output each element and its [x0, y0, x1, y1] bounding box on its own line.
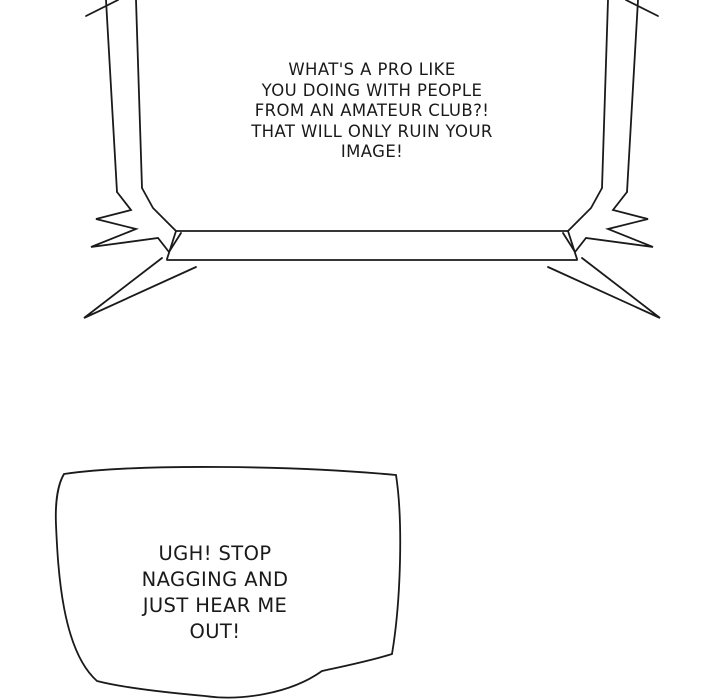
speech-bubble-shape [54, 466, 402, 699]
shout-right-inner-edge [601, 0, 609, 189]
shout-line-2: YOU DOING WITH PEOPLE [261, 80, 483, 100]
shout-right-bolt-outer [562, 191, 654, 254]
shout-right-bolt-inner [567, 187, 603, 232]
shout-left-inner-edge [135, 0, 143, 189]
speech-line-2: NAGGING AND [141, 568, 289, 591]
shout-bubble-text: WHAT'S A PRO LIKE YOU DOING WITH PEOPLE … [188, 60, 556, 163]
shout-left-outer-edge [105, 0, 118, 193]
shout-line-3: FROM AN AMATEUR CLUB?! [254, 101, 490, 121]
speech-bubble-text: UGH! STOP NAGGING AND JUST HEAR ME OUT! [100, 541, 330, 645]
shout-band-left-end [166, 230, 177, 260]
speech-line-1: UGH! STOP [158, 542, 272, 565]
shout-bubble-outline [83, 0, 661, 319]
speech-line-3: JUST HEAR ME [142, 594, 288, 617]
shout-line-4: THAT WILL ONLY RUIN YOUR [251, 121, 493, 141]
shout-right-outer-edge [626, 0, 639, 193]
shout-line-1: WHAT'S A PRO LIKE [288, 60, 456, 79]
shout-left-bolt-inner [141, 187, 177, 232]
shout-left-big-spike [83, 257, 197, 319]
speech-line-4: OUT! [189, 620, 241, 643]
shout-left-tip-line [85, 0, 119, 17]
shout-right-big-spike [547, 257, 661, 319]
shout-line-5: IMAGE! [340, 142, 404, 162]
shout-left-bolt-outer [90, 191, 182, 254]
shout-band-right-end [567, 230, 578, 260]
shout-right-tip-line [625, 0, 659, 17]
speech-bubble-outline [54, 466, 402, 699]
